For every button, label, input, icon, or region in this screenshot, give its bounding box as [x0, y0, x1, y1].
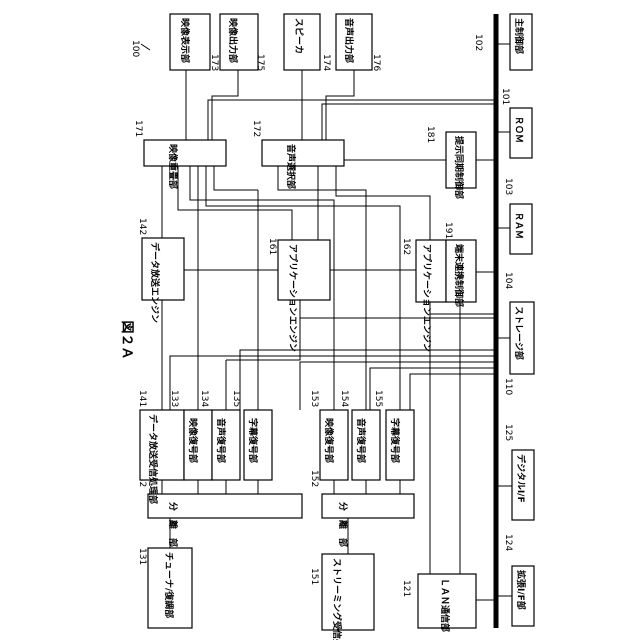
- terminal-link-label: 端末連携制御部: [453, 244, 465, 307]
- video-output-ref: 175: [255, 54, 265, 71]
- streaming-proc-ref: 151: [309, 568, 319, 585]
- streaming-proc-label: ストリーミング受信処理部: [331, 558, 343, 640]
- figure-title: 図２Ａ: [119, 320, 134, 359]
- speaker-label: スピーカ: [293, 18, 305, 54]
- audio-output-block: 音声出力部 176: [336, 14, 381, 71]
- separator1-label: 分 離 部: [167, 502, 179, 547]
- main-control-block: 主制御部 102: [473, 14, 532, 70]
- storage-label: ストレージ部: [513, 306, 525, 360]
- ram-label: ＲＡＭ: [513, 212, 524, 239]
- storage-block: ストレージ部 110: [503, 302, 534, 395]
- data-broadcast-engine-label: データ放送エンジン: [149, 242, 161, 323]
- terminal-link-ref: 191: [443, 222, 453, 239]
- audio-output-ref: 176: [371, 54, 381, 71]
- data-broadcast-engine-block: データ放送エンジン 142: [137, 218, 184, 323]
- audio-dec2-ref: 154: [339, 390, 349, 407]
- audio-dec1-ref: 134: [199, 390, 209, 407]
- separator2-ref: 152: [309, 470, 319, 487]
- app-engine2-block: アプリケーションエンジン 162: [401, 238, 446, 352]
- system-ref: 100: [130, 40, 140, 57]
- app-engine2-label: アプリケーションエンジン: [421, 244, 433, 352]
- expansion-if-label: 拡張I/F部: [515, 570, 527, 610]
- caption-dec2-ref: 155: [373, 390, 383, 407]
- terminal-link-block: 端末連携制御部 191: [443, 222, 476, 307]
- tuner-ref: 131: [137, 548, 147, 565]
- presentation-sync-ref: 181: [425, 126, 435, 143]
- audio-select-ref: 172: [251, 120, 261, 137]
- data-broadcast-proc-ref: 141: [137, 390, 147, 407]
- caption-dec2-label: 字幕復号部: [389, 418, 401, 463]
- rom-ref: 103: [503, 178, 513, 195]
- rom-label: ＲＯＭ: [513, 116, 524, 143]
- app-engine1-block: アプリケーションエンジン 161: [267, 238, 330, 352]
- app-engine1-ref: 161: [267, 238, 277, 255]
- system-ref-arrow: [141, 44, 150, 50]
- audio-output-label: 音声出力部: [343, 18, 355, 63]
- caption-dec1-label: 字幕復号部: [247, 418, 259, 463]
- audio-dec2-label: 音声復号部: [355, 418, 367, 463]
- speaker-ref: 174: [321, 54, 331, 71]
- main-control-label: 主制御部: [513, 18, 525, 54]
- audio-select-block: 音声選択部 172: [251, 120, 344, 189]
- video-dec2-ref: 153: [309, 390, 319, 407]
- audio-select-label: 音声選択部: [285, 144, 297, 189]
- video-display-label: 映像表示部: [179, 18, 191, 63]
- presentation-sync-label: 提示同期制御部: [453, 136, 465, 199]
- lan-label: ＬＡＮ通信部: [439, 578, 451, 632]
- ram-block: ＲＡＭ 104: [503, 204, 532, 289]
- speaker-block: スピーカ 174: [284, 14, 331, 71]
- video-output-block: 映像出力部 175: [220, 14, 265, 71]
- storage-ref: 110: [503, 378, 513, 395]
- video-display-ref: 173: [209, 54, 219, 71]
- digital-if-label: デジタルI/F: [515, 454, 527, 503]
- presentation-sync-block: 提示同期制御部 181: [425, 126, 476, 199]
- ram-ref: 104: [503, 272, 513, 289]
- expansion-if-block: 拡張I/F部 124: [503, 534, 534, 626]
- lan-block: ＬＡＮ通信部 121: [401, 574, 476, 632]
- tuner-label: チューナ/復調部: [163, 552, 175, 618]
- expansion-if-ref: 124: [503, 534, 513, 551]
- video-output-label: 映像出力部: [227, 18, 239, 63]
- tuner-block: チューナ/復調部 131: [137, 548, 192, 628]
- app-engine2-ref: 162: [401, 238, 411, 255]
- digital-if-block: デジタルI/F 125: [503, 424, 534, 520]
- streaming-proc-block: ストリーミング受信処理部 151: [309, 554, 374, 640]
- video-overlay-label: 映像重畳部: [167, 144, 179, 189]
- video-display-block: 映像表示部 173: [170, 14, 219, 71]
- video-overlay-ref: 171: [133, 120, 143, 137]
- main-control-ref: 102: [473, 34, 483, 51]
- data-broadcast-proc-label: データ放送受信処理部: [147, 414, 159, 504]
- separator2-block: 分 離 部 152: [309, 470, 414, 547]
- data-broadcast-engine-ref: 142: [137, 218, 147, 235]
- separator2-label: 分 離 部: [337, 502, 349, 547]
- audio-dec1-label: 音声復号部: [215, 418, 227, 463]
- app-engine1-label: アプリケーションエンジン: [287, 244, 299, 352]
- video-dec2-label: 映像復号部: [323, 418, 335, 463]
- bus-ref: 101: [500, 88, 510, 105]
- video-dec1-label: 映像復号部: [187, 418, 199, 463]
- digital-if-ref: 125: [503, 424, 513, 441]
- lan-ref: 121: [401, 580, 411, 597]
- rom-block: ＲＯＭ 103: [503, 108, 532, 195]
